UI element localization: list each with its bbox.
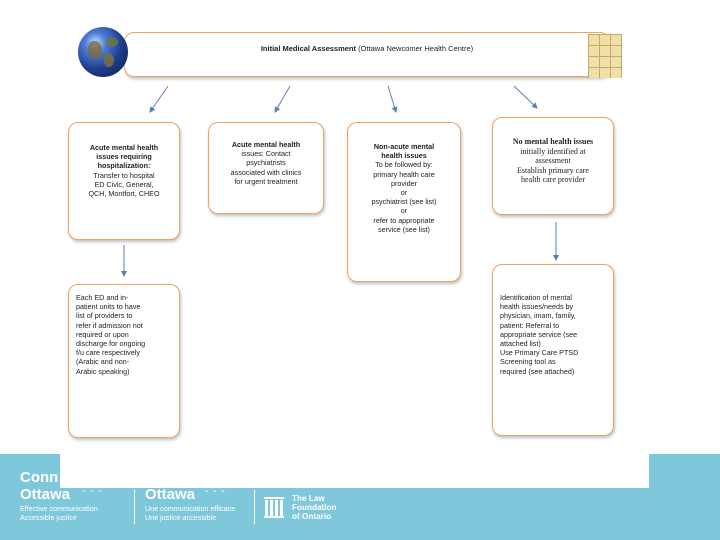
box-line: refer if admission not — [76, 320, 143, 330]
box-line: No mental health issues — [512, 137, 594, 146]
box-line: Screening tool as — [500, 357, 556, 367]
box-line: Non-acute mental — [373, 142, 435, 151]
box-line: Arabic speaking) — [76, 366, 130, 376]
box-line: for urgent treatment — [234, 176, 298, 186]
brand1-tagline2: Accessible justice — [20, 513, 77, 522]
law-foundation-logo-icon — [264, 497, 284, 518]
box-line: assessment — [535, 156, 571, 166]
footer-white-overlay — [60, 454, 649, 488]
box-line: psychiatrist (see list) — [371, 197, 437, 207]
footer-divider-2 — [254, 490, 255, 524]
box-line: (Arabic and non- — [76, 357, 130, 367]
non-acute-box: Non-acute mental health issues To be fol… — [347, 122, 461, 282]
box-line: service (see list) — [378, 224, 430, 234]
arrow-to-non-acute — [387, 85, 398, 113]
box-line: To be followed by: — [375, 160, 433, 170]
box-line: list of providers to — [76, 311, 133, 321]
box-line: QCH, Montfort, CHEO — [88, 189, 160, 199]
box-line: required (see attached) — [500, 366, 575, 376]
arrow-to-acute-hosp — [149, 85, 169, 113]
box-line: or — [400, 206, 408, 216]
box-line: health care provider — [521, 175, 585, 185]
box-line: Establish primary care — [517, 165, 589, 175]
box-line: provider — [391, 178, 417, 188]
arrow-to-no-issues — [513, 85, 538, 109]
acute-hospitalization-box: Acute mental health issues requiring hos… — [68, 122, 180, 240]
brand1-tagline1: Effective communication — [20, 504, 98, 513]
box-line: ED Civic, General, — [94, 179, 154, 189]
arrow-to-acute-contact — [274, 85, 291, 113]
box-line: Transfer to hospital — [93, 170, 155, 180]
box-line: primary health care — [373, 169, 435, 179]
brand2-name: Ottawa — [145, 486, 196, 503]
initial-assessment-title: Initial Medical Assessment — [260, 44, 357, 53]
box-line: discharge for ongoing — [76, 339, 146, 349]
brand1-dashes: - - - ˊ — [82, 486, 111, 497]
box-line: required or upon — [76, 329, 129, 339]
brand2-tagline1: Une communication efficace — [145, 504, 236, 513]
box-line: initially identified at — [520, 146, 586, 156]
box-line: Each ED and in- — [76, 293, 129, 302]
brand1-line1: Conn — [20, 469, 59, 486]
box-line: patient: Referral to — [500, 320, 560, 330]
no-issues-box: No mental health issues initially identi… — [492, 117, 614, 215]
box-line: issues requiring — [96, 152, 152, 162]
box-line: appropriate service (see — [500, 329, 578, 339]
box-line: Use Primary Care PTSD — [500, 348, 579, 358]
box-line: Acute mental health — [231, 140, 301, 149]
box-line: attached list) — [500, 339, 541, 349]
initial-assessment-subtitle: (Ottawa Newcomer Health Centre) — [358, 44, 474, 53]
footer-divider-1 — [134, 490, 135, 524]
identification-box: Identification of mental health issues/n… — [492, 264, 614, 436]
brand2-tagline2: Une justice accessible — [145, 513, 217, 522]
box-line: hospitalization: — [97, 161, 151, 171]
ed-units-box: Each ED and in- patient units to have li… — [68, 284, 180, 438]
box-line: issues: Contact — [241, 149, 291, 159]
box-line: f/u care respectively — [76, 348, 140, 358]
law-foundation-line2: Foundation — [292, 503, 337, 512]
initial-assessment-box: Initial Medical Assessment (Ottawa Newco… — [124, 32, 610, 77]
brand1-line2: Ottawa — [20, 486, 71, 503]
law-foundation-line3: of Ontario — [292, 512, 332, 521]
box-line: Acute mental health — [89, 143, 159, 152]
box-line: health issues — [381, 151, 427, 161]
box-line: refer to appropriate — [373, 215, 435, 225]
box-line: physician, imam, family, — [500, 311, 576, 321]
globe-icon — [78, 27, 128, 77]
box-line: Identification of mental — [500, 293, 572, 302]
box-line: associated with clinics — [230, 167, 302, 177]
box-line: psychiatrists — [246, 158, 286, 168]
box-line: health issues/needs by — [500, 302, 574, 312]
grid-decoration — [588, 34, 622, 78]
brand2-dashes: - - - ˊ — [205, 486, 234, 497]
law-foundation-line1: The Law — [292, 494, 325, 503]
box-line: or — [400, 188, 408, 198]
box-line: patient units to have — [76, 302, 141, 312]
acute-contact-box: Acute mental health issues: Contact psyc… — [208, 122, 324, 214]
